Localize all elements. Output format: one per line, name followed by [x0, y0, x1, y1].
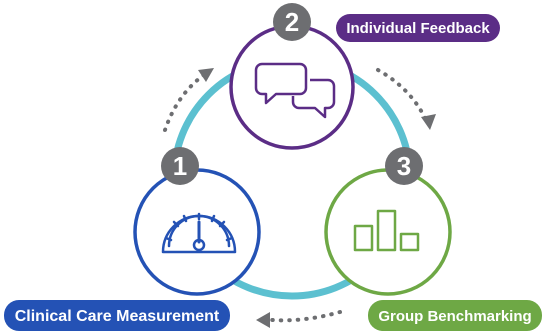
step-2-number: 2 [285, 7, 299, 37]
step-3-node: 3 [324, 147, 452, 296]
chat-bubbles-icon [254, 62, 336, 119]
step-2-label-bg [336, 14, 500, 42]
arrowhead-to-3 [421, 114, 436, 130]
step-2-node: 2 [229, 3, 355, 150]
step-1-label-bg [4, 300, 230, 331]
step-1-label-pill: Clinical Care Measurement [4, 300, 230, 331]
step-3-badge [385, 147, 423, 185]
arrow-2-to-3 [376, 68, 427, 120]
arrow-3-to-1 [270, 310, 342, 323]
speedometer-gauge-icon [161, 212, 237, 254]
step-1-node: 1 [133, 147, 261, 296]
step-1-circle [133, 168, 261, 296]
step-3-label-pill: Group Benchmarking [368, 300, 542, 331]
arrowheads [198, 68, 436, 328]
bar-chart-icon [353, 209, 420, 252]
step-3-label-bg [368, 300, 542, 331]
step-3-circle [324, 168, 452, 296]
step-2-label: Individual Feedback [346, 20, 490, 37]
step-3-number: 3 [397, 151, 411, 181]
step-1-label: Clinical Care Measurement [15, 308, 220, 325]
step-2-badge [273, 3, 311, 41]
step-1-number: 1 [173, 151, 187, 181]
arrowhead-to-1 [256, 312, 270, 328]
arrowhead-to-2 [198, 68, 214, 82]
step-2-label-pill: Individual Feedback [336, 14, 500, 42]
step-1-badge [161, 147, 199, 185]
step-3-label: Group Benchmarking [378, 308, 531, 325]
